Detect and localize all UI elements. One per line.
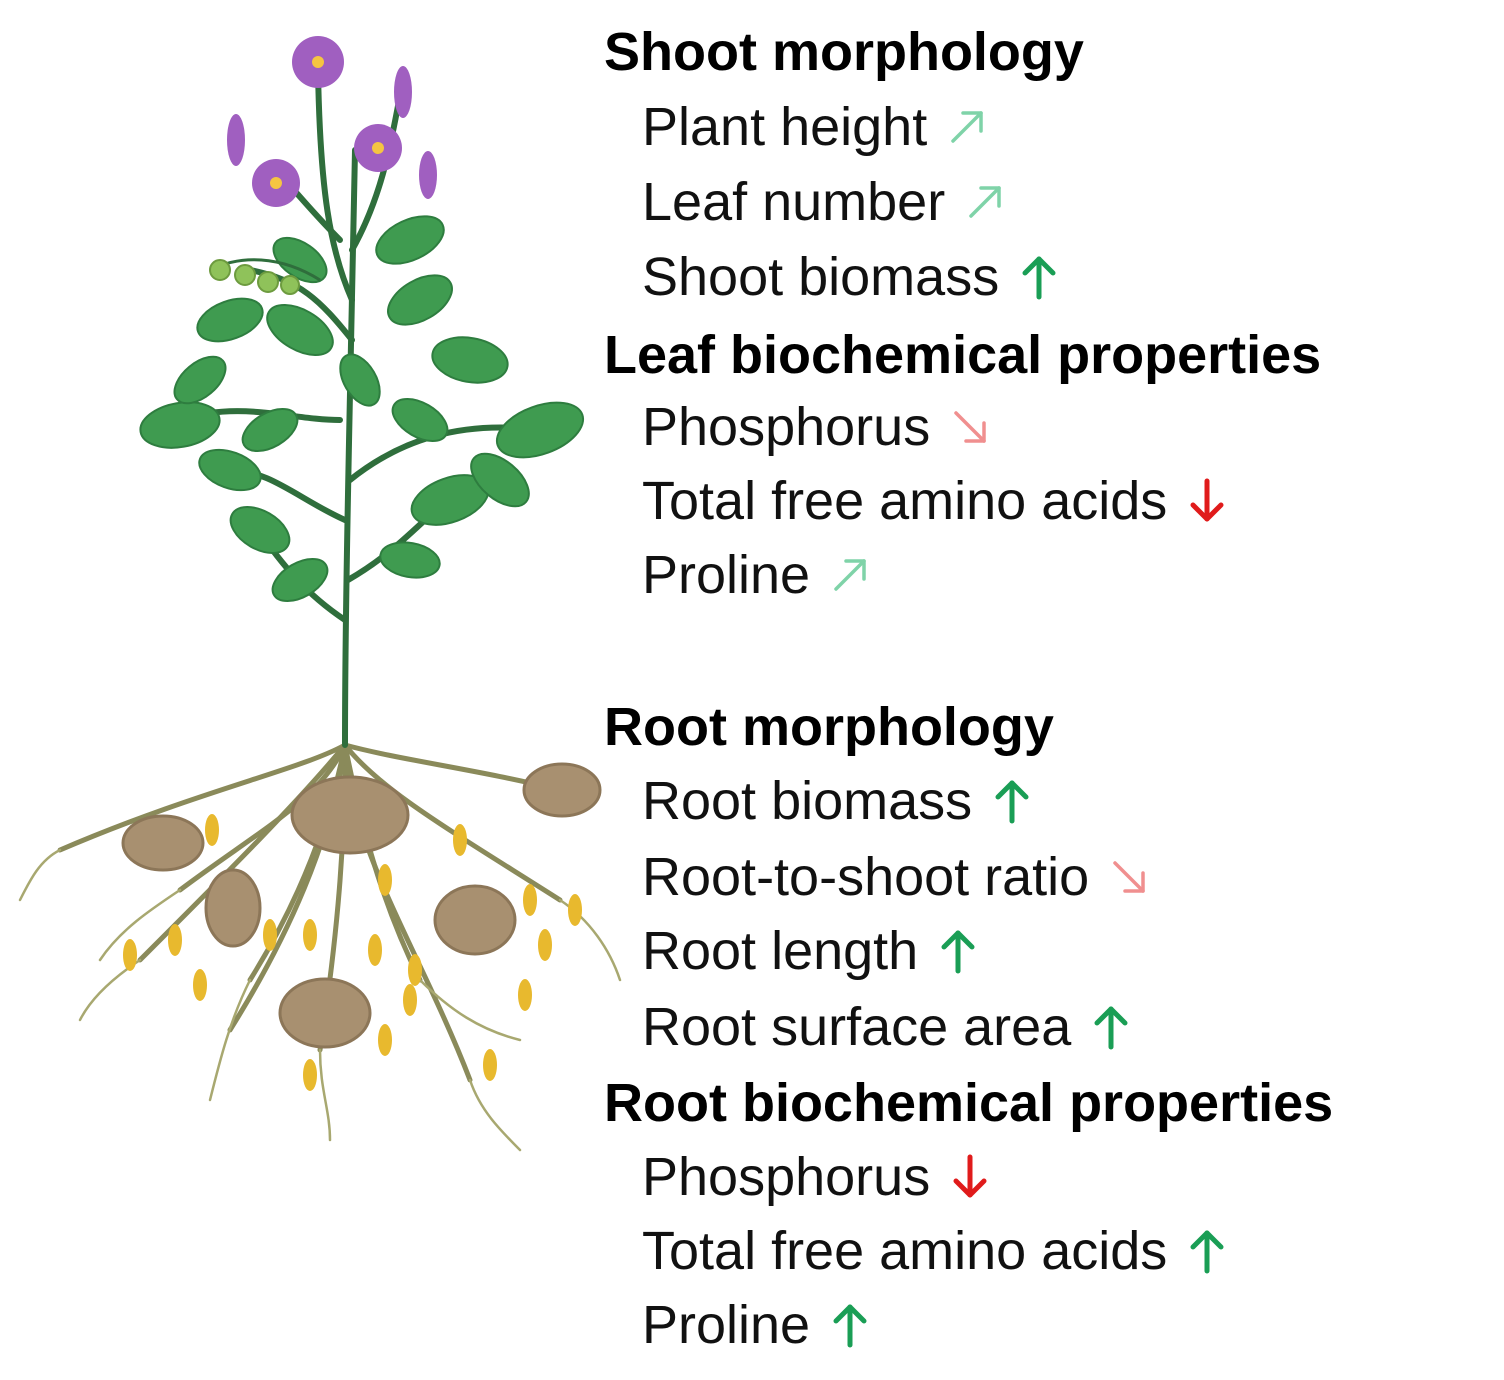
leaves xyxy=(139,215,585,603)
item-label: Phosphorus xyxy=(642,397,931,457)
list-item: Leaf number xyxy=(642,175,1009,229)
list-item: Total free amino acids xyxy=(642,474,1231,528)
flowers xyxy=(227,36,437,207)
up-arrow-icon xyxy=(995,780,1029,824)
item-label: Total free amino acids xyxy=(642,471,1168,531)
up-arrow-icon xyxy=(1094,1006,1128,1050)
list-item: Root-to-shoot ratio xyxy=(642,850,1153,904)
list-item: Proline xyxy=(642,1298,874,1352)
down-arrow-icon xyxy=(1190,478,1224,522)
item-label: Plant height xyxy=(642,97,928,157)
item-label: Root-to-shoot ratio xyxy=(642,847,1090,907)
up-arrow-icon xyxy=(1022,256,1056,300)
list-item: Plant height xyxy=(642,100,991,154)
item-label: Proline xyxy=(642,545,811,605)
list-item: Root biomass xyxy=(642,774,1036,828)
up-arrow-icon xyxy=(833,1304,867,1348)
leaf-biochemical-properties-heading: Leaf biochemical properties xyxy=(604,325,1322,385)
shoot-morphology-heading: Shoot morphology xyxy=(604,22,1084,82)
item-label: Root surface area xyxy=(642,997,1072,1057)
slight-increase-arrow-icon xyxy=(951,111,983,143)
potato-plant-icon xyxy=(18,36,622,1152)
root-biochemical-properties-heading: Root biochemical properties xyxy=(604,1073,1334,1133)
item-label: Shoot biomass xyxy=(642,247,1000,307)
slight-increase-arrow-icon xyxy=(969,186,1001,218)
list-item: Total free amino acids xyxy=(642,1224,1231,1278)
down-arrow-icon xyxy=(953,1154,987,1198)
slight-increase-arrow-icon xyxy=(834,559,866,591)
item-label: Phosphorus xyxy=(642,1147,931,1207)
list-item: Proline xyxy=(642,548,874,602)
item-label: Leaf number xyxy=(642,172,946,232)
item-label: Root biomass xyxy=(642,771,973,831)
item-label: Root length xyxy=(642,921,919,981)
list-item: Root length xyxy=(642,924,982,978)
list-item: Shoot biomass xyxy=(642,250,1063,304)
berries xyxy=(209,258,321,295)
sprouts xyxy=(123,814,582,1091)
tubers xyxy=(121,762,602,1049)
root-morphology-heading: Root morphology xyxy=(604,697,1054,757)
slight-decrease-arrow-icon xyxy=(954,411,986,443)
stems xyxy=(177,67,543,748)
list-item: Root surface area xyxy=(642,1000,1135,1054)
slight-decrease-arrow-icon xyxy=(1113,861,1145,893)
up-arrow-icon xyxy=(1190,1230,1224,1274)
up-arrow-icon xyxy=(941,930,975,974)
item-label: Total free amino acids xyxy=(642,1221,1168,1281)
list-item: Phosphorus xyxy=(642,1150,994,1204)
list-item: Phosphorus xyxy=(642,400,994,454)
item-label: Proline xyxy=(642,1295,811,1355)
